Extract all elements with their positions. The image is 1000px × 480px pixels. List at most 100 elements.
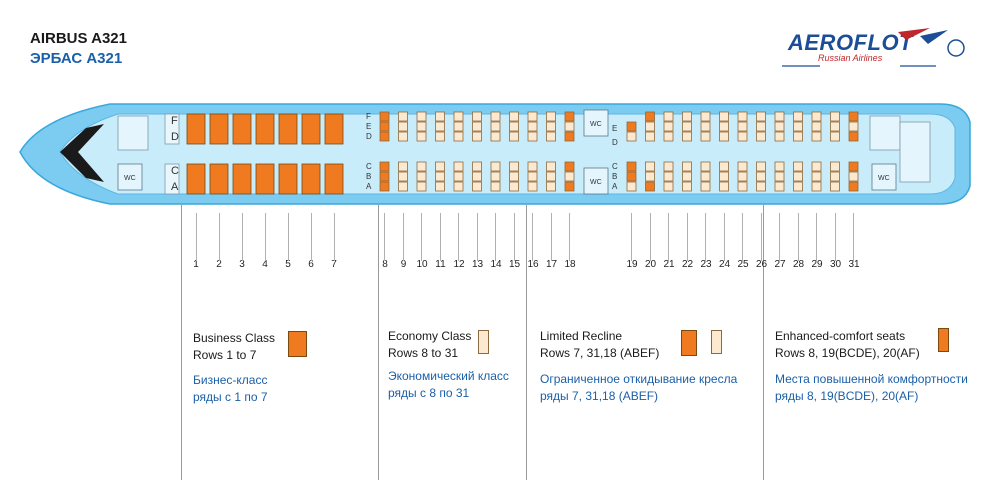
- economy-seat: [379, 161, 390, 172]
- economy-seat: [398, 121, 408, 132]
- economy-seat: [719, 121, 729, 132]
- economy-seat: [626, 161, 637, 172]
- row-tick: [834, 213, 836, 261]
- wc-label: WC: [124, 175, 136, 182]
- row-tick: [742, 213, 743, 261]
- economy-seat: [774, 131, 785, 142]
- row-tick: [853, 213, 854, 261]
- economy-seat: [472, 161, 482, 172]
- row-number: 19: [626, 259, 638, 270]
- economy-seat: [435, 171, 445, 182]
- enhanced-leader-line: [763, 205, 764, 480]
- economy-seat: [435, 181, 445, 192]
- lavatory: [583, 167, 609, 195]
- economy-seat: [509, 111, 519, 122]
- economy-seat: [774, 171, 785, 182]
- economy-seat: [663, 171, 674, 182]
- economy-seat: [564, 161, 575, 172]
- row-tick: [723, 213, 725, 261]
- row-tick: [550, 213, 552, 261]
- row-tick: [649, 213, 651, 261]
- legend-enhanced-rows-ru: ряды 8, 19(BCDE), 20(AF): [775, 389, 919, 403]
- legend-economy-ru: Экономический класс ряды с 8 по 31: [388, 368, 509, 402]
- economy-seat: [564, 171, 575, 182]
- economy-seat: [793, 131, 803, 142]
- economy-seat: [509, 181, 519, 192]
- legend-limited-ru: Ограниченное откидывание кресла ряды 7, …: [540, 371, 737, 405]
- row-number: 5: [285, 259, 291, 270]
- row-tick: [334, 213, 335, 261]
- seat-letter: F: [171, 115, 178, 127]
- economy-seat: [811, 161, 822, 172]
- wc-label: WC: [590, 121, 602, 128]
- economy-seat: [793, 181, 803, 192]
- row-tick: [402, 213, 404, 261]
- economy-seat: [682, 131, 692, 142]
- economy-seat: [490, 161, 501, 172]
- economy-seat: [645, 121, 655, 132]
- economy-seat: [719, 111, 729, 122]
- legend-limited-en: Limited Recline Rows 7, 31,18 (ABEF): [540, 328, 659, 362]
- economy-seat: [564, 121, 575, 132]
- row-number: 1: [193, 259, 199, 270]
- seat-letter: B: [366, 172, 371, 181]
- economy-seat: [472, 111, 482, 122]
- row-tick: [311, 213, 312, 261]
- row-tick: [705, 213, 706, 261]
- economy-seat: [774, 161, 785, 172]
- economy-seat: [546, 171, 556, 182]
- economy-seat: [811, 111, 822, 122]
- economy-seat: [416, 121, 427, 132]
- economy-seat: [737, 171, 748, 182]
- business-seat: [232, 163, 252, 195]
- business-seat: [186, 113, 206, 145]
- economy-seat: [472, 121, 482, 132]
- lavatory: [117, 163, 143, 191]
- economy-seat: [379, 181, 390, 192]
- cockpit-window-icon: [60, 124, 104, 182]
- economy-seat: [509, 121, 519, 132]
- row-tick: [779, 213, 780, 261]
- economy-seat: [564, 181, 575, 192]
- economy-seat: [546, 131, 556, 142]
- economy-seat: [626, 131, 637, 142]
- legend-limited-title-ru: Ограниченное откидывание кресла: [540, 372, 738, 386]
- economy-seat: [737, 161, 748, 172]
- economy-seat: [700, 131, 711, 142]
- row-tick: [569, 213, 570, 261]
- economy-seat: [453, 171, 464, 182]
- economy-seat: [416, 131, 427, 142]
- row-number: 15: [508, 259, 521, 270]
- row-tick: [760, 213, 762, 261]
- partition: [164, 113, 180, 145]
- row-number: 4: [262, 259, 268, 270]
- seat-letter: D: [171, 131, 179, 143]
- business-seat: [209, 163, 229, 195]
- row-tick: [797, 213, 799, 261]
- economy-seat: [811, 171, 822, 182]
- economy-seat: [490, 171, 501, 182]
- business-seat: [324, 113, 344, 145]
- row-tick: [532, 213, 533, 261]
- economy-seat: [830, 171, 840, 182]
- row-tick: [476, 213, 478, 261]
- economy-seat: [453, 121, 464, 132]
- economy-seat: [848, 161, 859, 172]
- logo-brand: AEROFLOT: [788, 30, 913, 55]
- economy-seat: [774, 181, 785, 192]
- economy-seat: [700, 171, 711, 182]
- business-seat: [255, 113, 275, 145]
- economy-seat: [700, 181, 711, 192]
- economy-seat: [379, 171, 390, 182]
- seat-letter: E: [612, 124, 617, 133]
- seat-letter: C: [612, 162, 618, 171]
- row-number: 25: [737, 259, 749, 270]
- economy-seat: [848, 111, 859, 122]
- economy-seat: [737, 131, 748, 142]
- legend-limited-swatch-biz: [681, 330, 697, 356]
- economy-seat: [848, 131, 859, 142]
- economy-seat: [682, 121, 692, 132]
- row-number: 22: [681, 259, 694, 270]
- row-tick: [196, 213, 197, 261]
- economy-seat: [490, 131, 501, 142]
